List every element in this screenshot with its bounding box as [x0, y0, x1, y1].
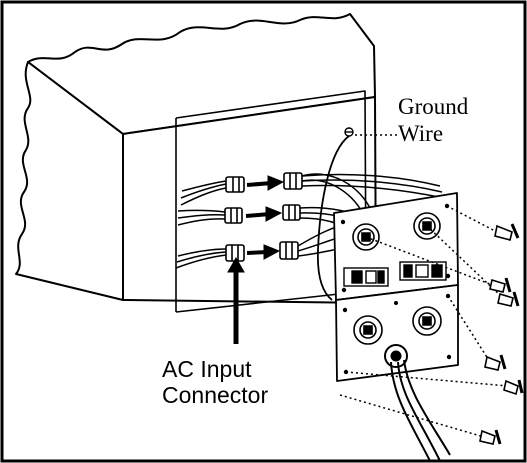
- ground-wire-label: Ground Wire: [398, 95, 468, 146]
- cabinet-connectors: [224, 176, 245, 262]
- lower-outlets: [353, 306, 442, 345]
- screw-3: [497, 291, 520, 307]
- panel-connector-2: [282, 204, 301, 221]
- ac-input-connector-label: AC Input Connector: [162, 356, 268, 408]
- cabinet-connector-1: [225, 176, 245, 193]
- ac-input-label-line2: Connector: [162, 382, 269, 408]
- panel-connectors: [279, 172, 303, 260]
- cabinet-inner-frame: [175, 90, 367, 313]
- panel-connector-3: [279, 241, 299, 260]
- ac-input-label-line1: AC Input: [162, 356, 252, 382]
- ground-wire-label-line2: Wire: [398, 121, 444, 146]
- screw-2: [489, 277, 512, 293]
- screw-4: [484, 354, 507, 371]
- cabinet-connector-2: [224, 207, 243, 224]
- ac-input-pointer: [227, 256, 245, 344]
- cabinet: [15, 13, 377, 313]
- cabinet-wire-harnesses: [175, 180, 227, 269]
- mating-arrows: [245, 175, 285, 260]
- screw-6: [479, 429, 502, 445]
- screw-1: [494, 223, 520, 241]
- circuit-breakers: [343, 261, 447, 287]
- mounting-screws: [479, 223, 524, 445]
- cabinet-connector-3: [225, 244, 245, 262]
- panel-connector-1: [283, 172, 303, 190]
- cabinet-left-face: [15, 61, 124, 301]
- ground-screw: [344, 127, 354, 137]
- ground-wire-label-line1: Ground: [398, 94, 469, 119]
- screw-5: [503, 379, 524, 396]
- screw-alignment-lines: [339, 205, 509, 438]
- cabinet-top-face: [27, 13, 376, 135]
- ac-input-cord: [384, 344, 451, 462]
- ground-wire: [317, 135, 350, 301]
